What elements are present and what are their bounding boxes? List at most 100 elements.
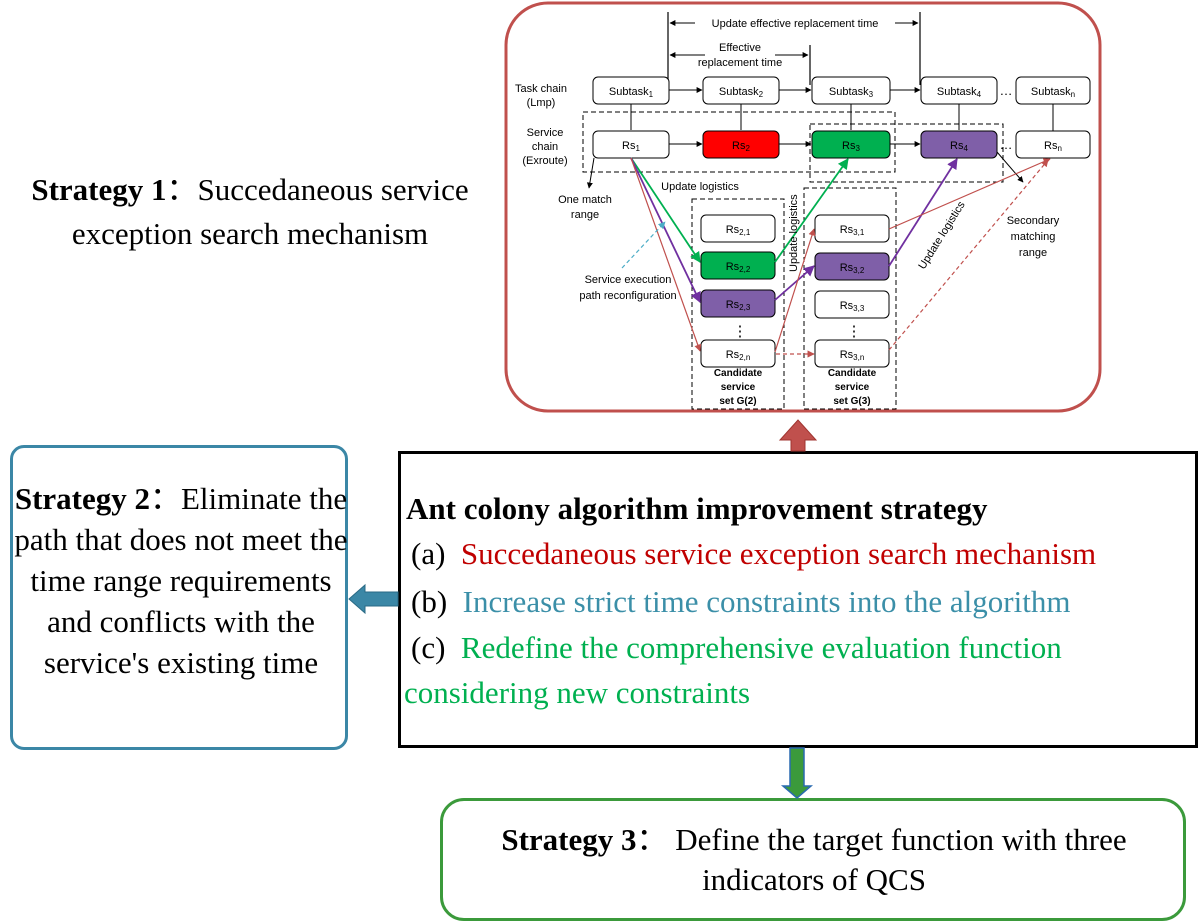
strategy-2-description: Eliminate the path that does not meet th… <box>14 481 348 680</box>
service-label: Rs1 <box>622 140 640 153</box>
secondary-matching-label: Secondary <box>1007 215 1060 227</box>
update-logistics-label: Update logistics <box>661 181 739 193</box>
item-text: considering new constraints <box>404 675 751 710</box>
candidate-box <box>814 290 890 319</box>
service-label: Rs4 <box>950 140 968 153</box>
service-chain-label: (Exroute) <box>522 155 567 167</box>
strategy-3-label: Strategy 3 <box>501 822 637 857</box>
strategy-2-box <box>10 445 348 750</box>
candidate-set-label: service <box>721 382 756 393</box>
subtask-label: Subtask3 <box>829 86 874 99</box>
task-chain-label: (Lmp) <box>527 97 556 109</box>
update-logistics-label: Update logistics <box>788 194 800 272</box>
candidate-label: Rs3,2 <box>840 262 865 275</box>
item-marker: (b) <box>411 584 448 619</box>
strategy-1-frame <box>504 1 1102 413</box>
subtask-label: Subtask1 <box>609 86 654 99</box>
strategy-1-sep: ： <box>166 172 198 207</box>
candidate-set-label: set G(3) <box>833 396 870 407</box>
red-path-arrow <box>888 158 1051 230</box>
strategy-item-c-continued: considering new constraints <box>404 675 750 711</box>
candidate-label: Rs3,n <box>840 349 865 362</box>
strategy-1-label: Strategy 1 <box>31 172 167 207</box>
green-path-arrow <box>630 157 701 263</box>
candidate-label: Rs2,3 <box>726 299 751 312</box>
service-execution-label: Service execution <box>585 274 672 286</box>
item-marker: (a) <box>411 536 446 571</box>
candidate-label: Rs2,1 <box>726 224 751 237</box>
strategy-3-text: Strategy 3： Define the target function w… <box>446 820 1182 900</box>
effective-time-label: replacement time <box>698 57 782 69</box>
effective-time-label: Effective <box>719 42 761 54</box>
strategy-2-label: Strategy 2 <box>14 481 150 516</box>
ellipsis: … <box>1000 83 1013 98</box>
secondary-matching-label: matching <box>1011 231 1056 243</box>
service-chain-frame <box>582 111 896 173</box>
candidate-set-label: set G(2) <box>719 396 756 407</box>
candidate-label: Rs2,2 <box>726 261 751 274</box>
service-chain-label: chain <box>532 141 558 153</box>
task-chain-label: Task chain <box>515 83 567 95</box>
teal-dashed-arrow <box>621 221 666 269</box>
service-label: Rs2 <box>732 140 750 153</box>
secondary-matching-label: range <box>1019 247 1047 259</box>
main-strategy-box <box>398 451 1198 748</box>
strategy-1-text: Strategy 1：Succedaneous service exceptio… <box>0 168 500 256</box>
candidate-set-g3-frame <box>803 187 897 410</box>
vdots: ⋮ <box>847 323 862 340</box>
strategy-item-c: (c) Redefine the comprehensive evaluatio… <box>411 630 1062 666</box>
candidate-set-g2-frame <box>691 198 785 410</box>
subtask-label: Subtask4 <box>937 86 982 99</box>
item-text: Redefine the comprehensive evaluation fu… <box>460 630 1062 665</box>
candidate-box <box>700 214 776 243</box>
service-box <box>1015 130 1091 159</box>
strategy-item-a: (a) Succedaneous service exception searc… <box>411 536 1096 572</box>
strategy-item-b: (b) Increase strict time constraints int… <box>411 584 1070 620</box>
left-arrow-icon <box>348 583 399 615</box>
one-match-label: range <box>571 209 599 221</box>
purple-path-arrow <box>630 157 701 303</box>
item-marker: (c) <box>411 630 446 665</box>
purple-path-arrow <box>888 158 958 267</box>
candidate-box <box>700 339 776 368</box>
task-chain-row: Subtask1 Subtask2 Subtask3 Subtask4 Subt… <box>592 76 1091 105</box>
strategy-2-text: Strategy 2：Eliminate the path that does … <box>14 478 348 683</box>
service-label: Rsn <box>1044 140 1062 153</box>
up-arrow-icon <box>778 419 818 452</box>
candidate-label: Rs3,1 <box>840 224 865 237</box>
subtask-label: Subtask2 <box>719 86 764 99</box>
service-label: Rs3 <box>842 140 860 153</box>
item-text: Succedaneous service exception search me… <box>460 536 1097 571</box>
service-chain-row: Rs1 Rs2 Rs3 Rs4 Rsn … <box>592 130 1091 159</box>
strategy-1-description: Succedaneous service exception search me… <box>71 172 469 251</box>
strategy-3-box <box>440 798 1186 921</box>
red-path-arrow <box>630 157 702 352</box>
green-path-arrow <box>774 158 849 263</box>
candidate-set-label: service <box>835 382 870 393</box>
service-execution-label: path reconfiguration <box>579 290 676 302</box>
candidate-box <box>814 339 890 368</box>
strategy-3-description: Define the target function with three in… <box>675 822 1127 897</box>
one-match-label: One match <box>558 194 612 206</box>
purple-path-arrow <box>774 265 815 301</box>
ellipsis: … <box>1000 137 1013 152</box>
item-text: Increase strict time constraints into th… <box>462 584 1071 619</box>
candidate-label: Rs2,n <box>726 349 751 362</box>
secondary-range-frame <box>809 123 1004 183</box>
down-arrow-icon <box>780 747 814 799</box>
candidate-box <box>700 289 776 318</box>
candidate-box <box>814 252 890 281</box>
candidate-set-label: Candidate <box>828 368 877 379</box>
candidate-set-g3: Rs3,1 Rs3,2 Rs3,3 ⋮ Rs3,n Candidate serv… <box>814 214 890 407</box>
candidate-set-label: Candidate <box>714 368 763 379</box>
red-dashed-arrow <box>888 159 1049 351</box>
subtask-label: Subtaskn <box>1031 86 1075 99</box>
candidate-label: Rs3,3 <box>840 300 865 313</box>
candidate-box <box>700 251 776 280</box>
main-strategy-title: Ant colony algorithm improvement strateg… <box>406 491 988 526</box>
service-chain-label: Service <box>527 127 564 139</box>
red-path-arrow <box>774 228 816 353</box>
candidate-set-g2: Rs2,1 Rs2,2 Rs2,3 ⋮ Rs2,n Candidate serv… <box>700 214 776 407</box>
